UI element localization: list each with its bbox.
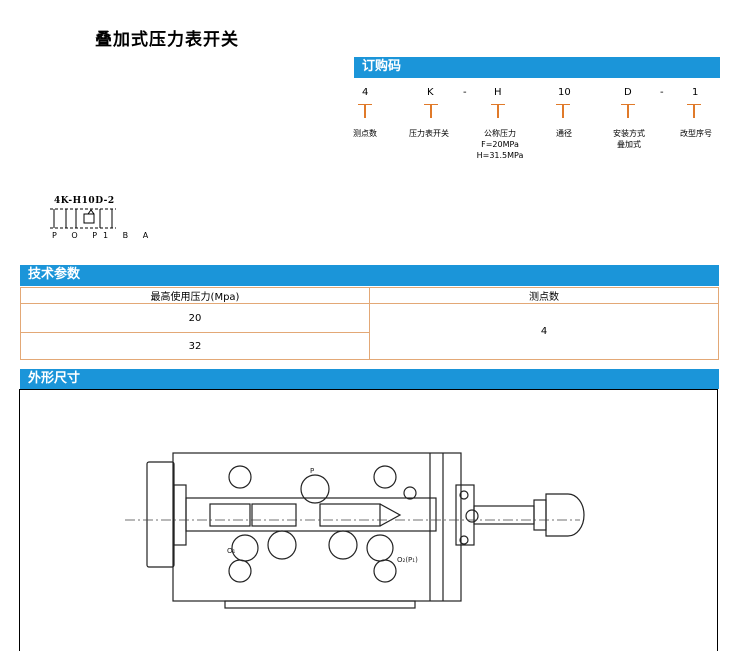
- page-title: 叠加式压力表开关: [95, 30, 239, 50]
- code-desc-points: 测点数: [353, 129, 377, 138]
- pressure-cell: 20: [20, 303, 370, 333]
- code-dash-2: -: [660, 87, 664, 98]
- code-tick: [556, 104, 570, 119]
- symbol-ports: P O P1 B A: [52, 231, 155, 240]
- symbol-label: 4K-H10D-2: [54, 196, 115, 206]
- code-tick: [358, 104, 372, 119]
- hydraulic-symbol: [50, 208, 116, 229]
- code-dash-1: -: [463, 87, 467, 98]
- code-bore: 10: [558, 87, 571, 98]
- port-label-p: P: [310, 467, 314, 475]
- params-table: 最高使用压力(Mpa) 测点数 20 4 32: [20, 287, 719, 360]
- code-tick: [424, 104, 438, 119]
- code-tick: [687, 104, 701, 119]
- code-desc-type: 压力表开关: [409, 129, 449, 138]
- dimension-drawing-frame: P O₁ O₂(P₁): [19, 389, 718, 651]
- col-max-pressure: 最高使用压力(Mpa): [20, 287, 370, 304]
- code-desc-pressure: 公称压力 F=20MPa H=31.5MPa: [476, 129, 524, 160]
- pressure-cell: 32: [20, 332, 370, 360]
- code-tick: [621, 104, 635, 119]
- code-type: K: [427, 87, 434, 98]
- code-desc-mount: 安装方式 叠加式: [613, 129, 645, 149]
- dimension-drawing: P O₁ O₂(P₁): [125, 452, 585, 609]
- tech-params-header: 技术参数: [20, 265, 719, 286]
- code-revision: 1: [692, 87, 699, 98]
- order-code-header: 订购码: [354, 57, 720, 78]
- code-pressure: H: [494, 87, 502, 98]
- points-cell: 4: [369, 303, 719, 360]
- col-test-points: 测点数: [369, 287, 719, 304]
- dimensions-header: 外形尺寸: [20, 369, 719, 389]
- port-label-o1: O₁: [227, 547, 236, 555]
- code-mount: D: [624, 87, 632, 98]
- code-tick: [491, 104, 505, 119]
- code-desc-revision: 改型序号: [680, 129, 712, 138]
- code-desc-bore: 通径: [556, 129, 572, 138]
- port-label-o2: O₂(P₁): [397, 556, 418, 564]
- code-points: 4: [362, 87, 369, 98]
